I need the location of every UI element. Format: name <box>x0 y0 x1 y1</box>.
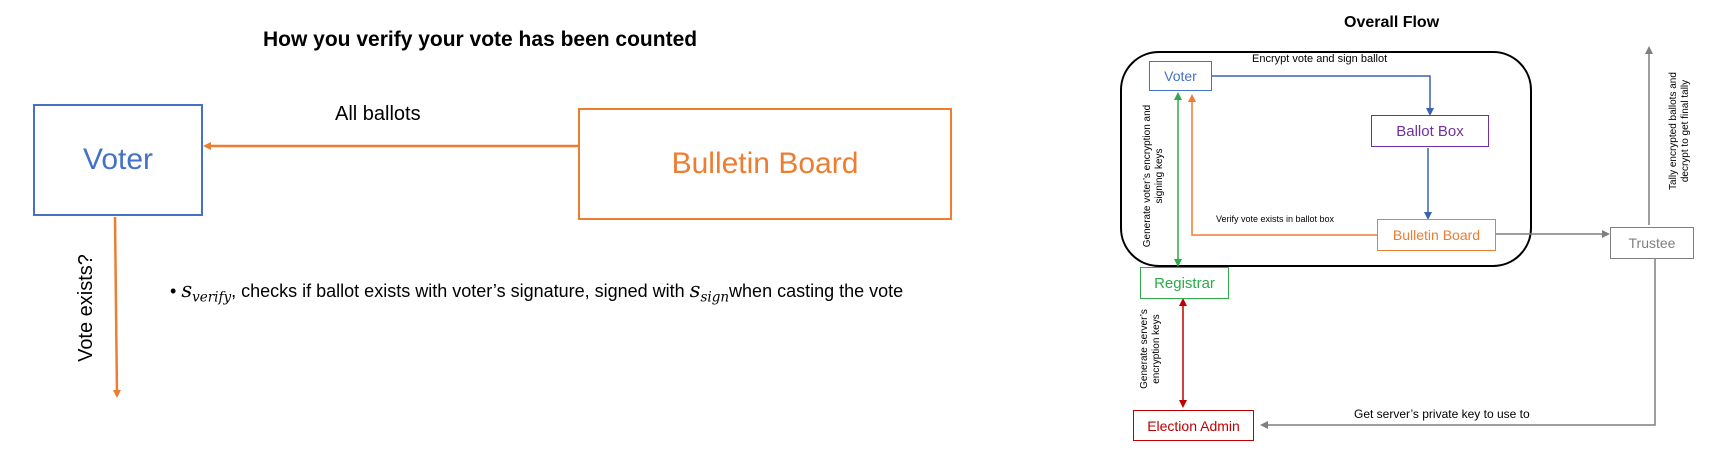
s-sign-base: s <box>689 278 701 302</box>
s-verify-math: sverify <box>181 278 231 306</box>
arrow-voter-to-ballot-box <box>1212 75 1434 116</box>
node-trustee-label: Trustee <box>1628 235 1676 251</box>
left-diagram-title: How you verify your vote has been counte… <box>263 28 698 51</box>
s-verify-subscript: verify <box>192 289 232 306</box>
verify-bullet-text: • sverify, checks if ballot exists with … <box>170 278 903 306</box>
edge-label-encrypt: Encrypt vote and sign ballot <box>1252 53 1388 65</box>
arrow-bulletin-to-voter-verify <box>1188 94 1378 236</box>
bullet-text-part1: , checks if ballot exists with voter’s s… <box>231 281 690 301</box>
node-trustee: Trustee <box>1610 227 1694 259</box>
node-bulletin-board-label: Bulletin Board <box>1392 227 1481 243</box>
voter-box: Voter <box>33 104 203 216</box>
s-sign-subscript: sign <box>700 289 730 306</box>
node-ballot-box: Ballot Box <box>1371 115 1489 147</box>
bullet-text-part2: when casting the vote <box>729 281 904 301</box>
edge-label-verify: Verify vote exists in ballot box <box>1216 214 1335 224</box>
node-election-admin-label: Election Admin <box>1147 417 1240 434</box>
system-boundary <box>1120 51 1532 267</box>
arrow-trustee-to-election-admin <box>1260 259 1656 429</box>
edge-label-get-key: Get server’s private key to use to <box>1354 407 1530 421</box>
node-voter: Voter <box>1149 61 1212 91</box>
bulletin-board-box: Bulletin Board <box>578 108 952 220</box>
bulletin-board-box-label: Bulletin Board <box>671 147 859 180</box>
arrow-vote-exists <box>112 216 121 398</box>
bullet-symbol: • <box>170 281 177 301</box>
vote-exists-label: Vote exists? <box>75 254 97 362</box>
s-verify-base: s <box>181 278 193 302</box>
node-registrar-label: Registrar <box>1154 274 1215 292</box>
edge-label-tally: Tally encrypted ballots and decrypt to g… <box>1668 72 1691 190</box>
edge-label-gen-voter-keys: Generate voter’s encryption and signing … <box>1142 104 1165 248</box>
voter-box-label: Voter <box>82 143 154 176</box>
node-election-admin: Election Admin <box>1133 410 1254 441</box>
node-bulletin-board: Bulletin Board <box>1377 219 1496 251</box>
node-voter-label: Voter <box>1164 68 1197 84</box>
node-ballot-box-label: Ballot Box <box>1396 122 1464 140</box>
s-sign-math: ssign <box>689 278 729 306</box>
all-ballots-label: All ballots <box>335 103 421 125</box>
edge-label-gen-server-keys: Generate server’s encryption keys <box>1139 309 1162 389</box>
right-diagram-title: Overall Flow <box>1344 14 1440 31</box>
node-registrar: Registrar <box>1140 267 1229 299</box>
